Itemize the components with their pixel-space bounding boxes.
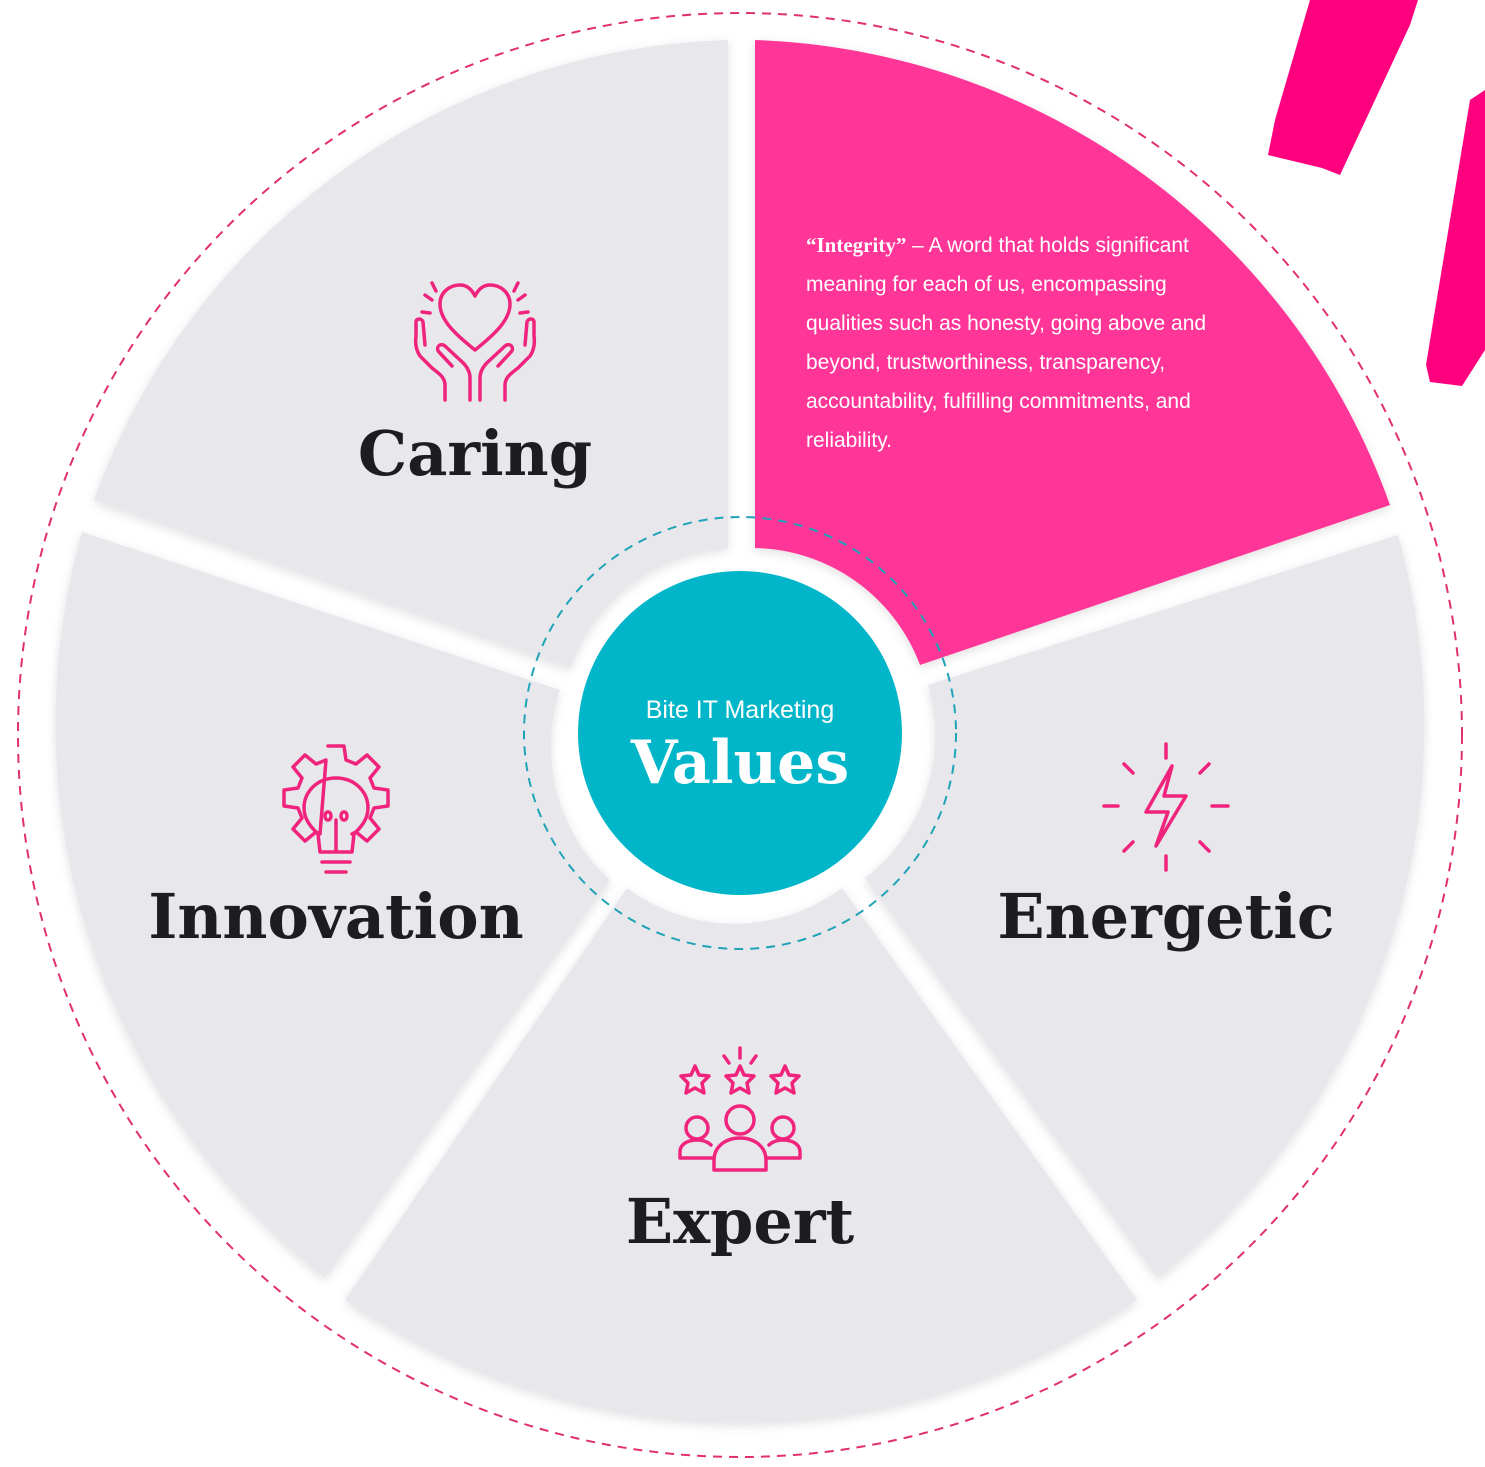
segment-expert: [345, 888, 1137, 1423]
lightbulb-gear-icon: [282, 744, 390, 874]
segment-integrity[interactable]: [755, 40, 1390, 665]
team-stars-icon: [678, 1046, 802, 1172]
segment-expert-label: Expert: [626, 1185, 855, 1258]
inner-dashed-ring: [523, 516, 957, 950]
center-subtitle: Bite IT Marketing: [646, 696, 835, 724]
center-title: Values: [630, 728, 849, 798]
heart-in-hands-icon: [413, 281, 537, 402]
integrity-body: – A word that holds significant meaning …: [806, 234, 1207, 452]
integrity-description: “Integrity” – A word that holds signific…: [806, 226, 1246, 460]
lightning-bolt-icon: [1102, 742, 1230, 872]
segment-energetic: [865, 535, 1425, 1278]
brush-strokes-decoration: [1268, 0, 1485, 386]
center-circle: [578, 571, 902, 895]
outer-dashed-ring: [17, 12, 1463, 1458]
segment-caring-label: Caring: [358, 417, 592, 490]
segment-innovation: [55, 532, 610, 1278]
segment-energetic-label: Energetic: [997, 880, 1334, 953]
segment-caring: [94, 40, 728, 668]
integrity-keyword: “Integrity”: [806, 233, 907, 257]
segment-innovation-label: Innovation: [148, 880, 523, 953]
